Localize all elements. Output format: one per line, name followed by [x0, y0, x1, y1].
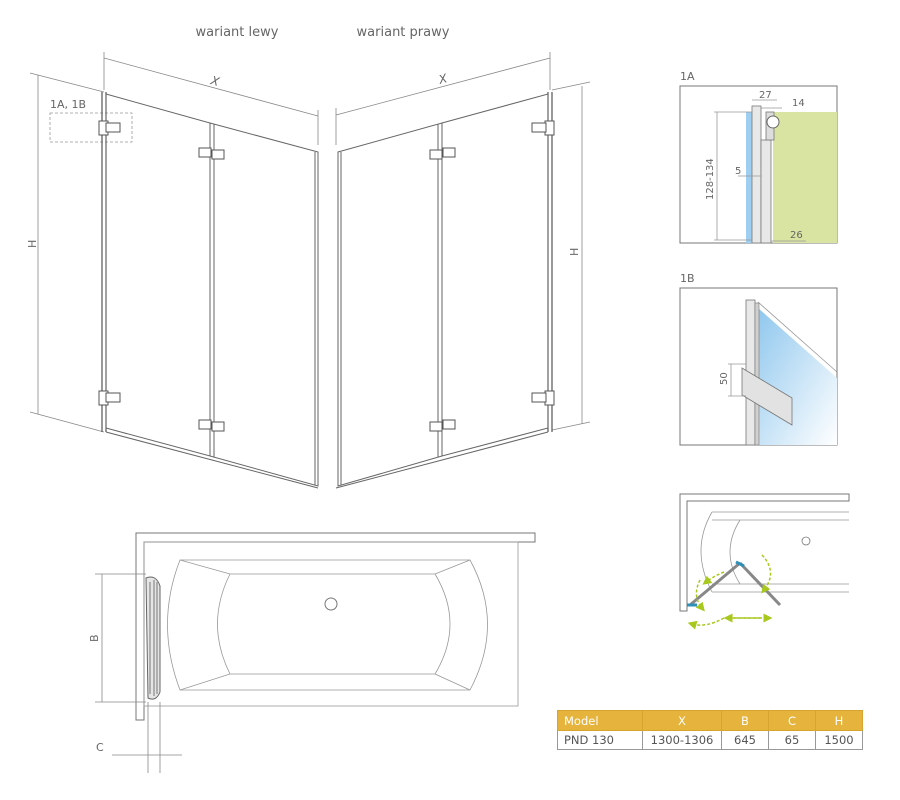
left-x-dim-label: X — [208, 73, 221, 89]
detail-1a: 1A 27 14 128-134 5 26 — [679, 70, 838, 244]
header-b: B — [721, 710, 769, 731]
header-x: X — [642, 710, 722, 731]
left-h-dim-label: H — [26, 240, 39, 248]
variant-left-label: wariant lewy — [196, 25, 279, 40]
detail-1a-label: 1A — [680, 70, 695, 83]
detail-callout-box — [49, 112, 133, 143]
cell-h: 1500 — [815, 730, 863, 750]
cell-c: 65 — [768, 730, 816, 750]
opening-diagram — [679, 493, 850, 630]
dim-14-label: 14 — [792, 98, 805, 109]
spec-table: Model X B C H PND 130 1300-1306 645 65 1… — [557, 710, 863, 750]
detail-callout-label: 1A, 1B — [50, 98, 86, 111]
right-x-dim-label: X — [436, 71, 449, 87]
header-model: Model — [557, 710, 643, 731]
header-c: C — [768, 710, 816, 731]
bathtub-top-view: B C — [88, 532, 536, 773]
detail-1b: 1B 50 — [679, 272, 838, 446]
detail-1b-label: 1B — [680, 272, 695, 285]
dim-26-label: 26 — [790, 230, 803, 241]
b-dim-label: B — [88, 634, 101, 642]
dim-27-label: 27 — [759, 90, 772, 101]
cell-b: 645 — [721, 730, 769, 750]
left-variant-drawing: X H 1A, 1B — [26, 52, 319, 489]
cell-model: PND 130 — [557, 730, 643, 750]
c-dim-label: C — [96, 741, 104, 754]
dim-range-label: 128-134 — [705, 158, 716, 200]
header-h: H — [815, 710, 863, 731]
table-row: PND 130 1300-1306 645 65 1500 — [557, 730, 863, 750]
dim-5-label: 5 — [735, 166, 741, 177]
dim-50-label: 50 — [719, 372, 730, 385]
right-variant-drawing: X H — [335, 52, 591, 489]
cell-x: 1300-1306 — [642, 730, 722, 750]
variant-right-label: wariant prawy — [357, 25, 450, 40]
right-h-dim-label: H — [568, 248, 581, 256]
table-header-row: Model X B C H — [557, 710, 863, 731]
